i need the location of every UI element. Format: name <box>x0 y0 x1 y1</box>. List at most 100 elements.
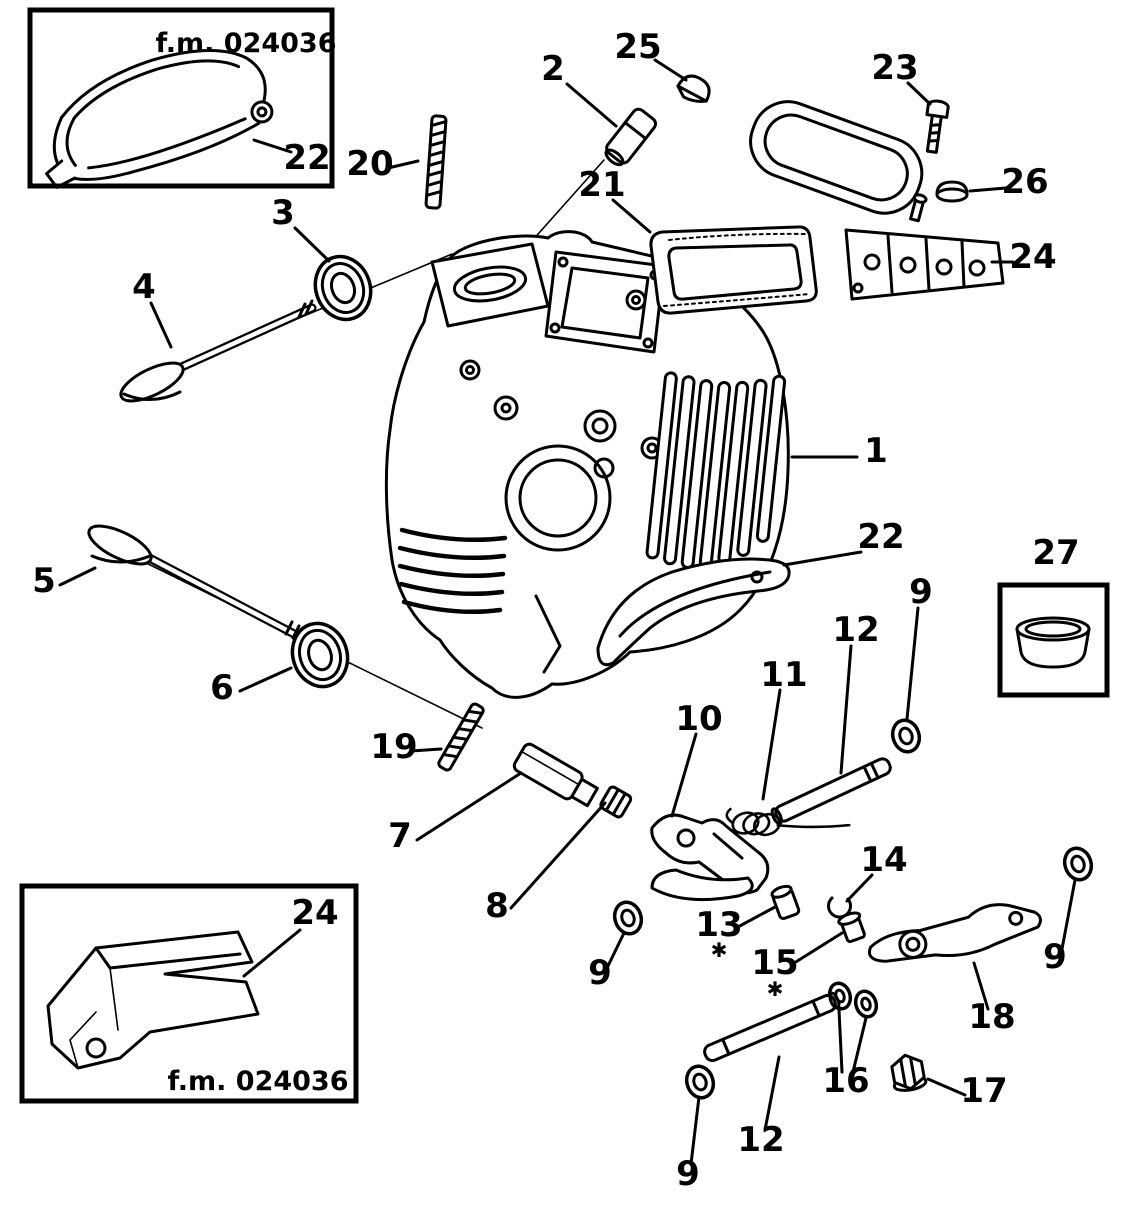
part-12-shaft-lower <box>703 991 841 1063</box>
part-8-bushing <box>599 785 633 819</box>
leader-lines <box>58 58 1077 1166</box>
leader-line-12-lower <box>763 1055 781 1132</box>
callout-asterisk-15: ✱ <box>767 977 784 1001</box>
callout-asterisk-13: ✱ <box>711 938 728 962</box>
part-24-manifold <box>749 100 1005 301</box>
leader-line-7 <box>415 771 523 842</box>
leader-line-9-right <box>1060 878 1077 951</box>
callout-4: 4 <box>132 267 156 307</box>
leader-line-17 <box>926 1077 967 1097</box>
part-10-rocker-arm <box>650 813 770 902</box>
part-5-valve <box>87 524 303 641</box>
part-4-valve <box>119 299 317 403</box>
callout-9-top: 9 <box>909 572 933 612</box>
leader-line-2 <box>565 82 618 128</box>
part-7-tappet <box>512 742 599 808</box>
callout-15: 15 <box>751 943 798 983</box>
cooling-fins-right <box>645 371 787 570</box>
callout-22-cover: 22 <box>857 517 904 557</box>
leader-line-4 <box>149 301 173 349</box>
callout-8: 8 <box>485 886 509 926</box>
leader-line-14 <box>845 873 874 903</box>
callout-20: 20 <box>346 144 393 184</box>
part-22-cover <box>596 557 791 667</box>
part-27-cap <box>1015 616 1091 669</box>
callout-2: 2 <box>541 49 565 89</box>
leader-line-16 <box>837 1008 844 1074</box>
part-26-nut <box>935 180 969 203</box>
leader-line-19 <box>409 747 443 753</box>
callout-5: 5 <box>32 561 56 601</box>
part-3-seal <box>313 254 373 322</box>
callout-1: 1 <box>864 431 888 471</box>
callout-16: 16 <box>822 1061 869 1101</box>
callout-12-upper: 12 <box>832 610 879 650</box>
inset-box-1 <box>27 7 335 189</box>
leader-line-15 <box>789 931 844 967</box>
part-9-washer-bottom <box>684 1064 716 1100</box>
callout-7: 7 <box>388 816 412 856</box>
leader-line-11 <box>761 688 782 801</box>
part-9-washer-mid <box>612 900 644 936</box>
part-14-circlip <box>827 896 853 919</box>
callout-19: 19 <box>370 727 417 767</box>
part-6-seal <box>290 621 350 689</box>
leader-line-26 <box>968 186 1008 193</box>
exploded-parts-artwork <box>45 49 1094 1100</box>
part-16-shims <box>827 981 879 1019</box>
leader-line-6 <box>238 666 293 693</box>
leader-line-3 <box>293 226 331 263</box>
leader-line-10 <box>670 732 698 818</box>
part-9-washer-right <box>1062 846 1094 882</box>
callout-10: 10 <box>675 699 722 739</box>
leader-line-9-bottom <box>689 1095 701 1166</box>
leader-line-21 <box>611 198 652 234</box>
leader-line-16 <box>851 1016 868 1074</box>
leader-line-25 <box>653 58 688 82</box>
inset-caption-2: f.m. 024036 <box>167 1066 348 1097</box>
inset-caption-1: f.m. 024036 <box>155 28 336 59</box>
part-2-valve-guide <box>604 107 658 167</box>
callout-9-right: 9 <box>1043 937 1067 977</box>
part-18-rocker-arm <box>868 903 1042 963</box>
part-19-stud <box>437 702 485 772</box>
inset-top-cover <box>45 49 274 189</box>
leader-line-18 <box>972 961 990 1011</box>
callout-27: 27 <box>1032 533 1079 573</box>
leader-line-8 <box>509 801 607 910</box>
callout-9-mid: 9 <box>588 953 612 993</box>
leader-line-13 <box>734 905 777 930</box>
callout-11: 11 <box>760 655 807 695</box>
callout-25: 25 <box>614 27 661 67</box>
callout-9-bottom: 9 <box>676 1154 700 1194</box>
leader-line-9-mid <box>606 931 626 968</box>
callout-14: 14 <box>860 840 907 880</box>
callout-12-lower: 12 <box>737 1120 784 1160</box>
part-25-cap <box>676 74 711 103</box>
part-9-washer-top <box>890 718 922 754</box>
leader-line-9-top <box>905 606 920 721</box>
leader-line-22-cover <box>782 550 863 567</box>
part-23-screw <box>925 99 950 154</box>
inset-box-3 <box>997 582 1110 698</box>
leader-line-12-upper <box>839 644 853 775</box>
callout-18: 18 <box>968 997 1015 1037</box>
leader-line-20 <box>386 159 420 170</box>
part-13-bushing <box>770 884 801 921</box>
leader-line-22-inset <box>252 138 293 154</box>
leader-line-24-inset <box>242 928 302 978</box>
callout-21: 21 <box>578 165 625 205</box>
callout-17: 17 <box>960 1071 1007 1111</box>
callout-6: 6 <box>210 668 234 708</box>
part-20-stud <box>424 114 448 210</box>
leader-line-23 <box>906 81 932 106</box>
callout-23: 23 <box>871 48 918 88</box>
part-17-nut <box>890 1053 928 1092</box>
part-15-spacer <box>837 911 866 944</box>
inset-box-2 <box>19 883 359 1104</box>
inset-boxes <box>19 7 1110 1104</box>
callout-24-manifold: 24 <box>1009 237 1056 277</box>
part-12-shaft-upper <box>770 757 892 826</box>
